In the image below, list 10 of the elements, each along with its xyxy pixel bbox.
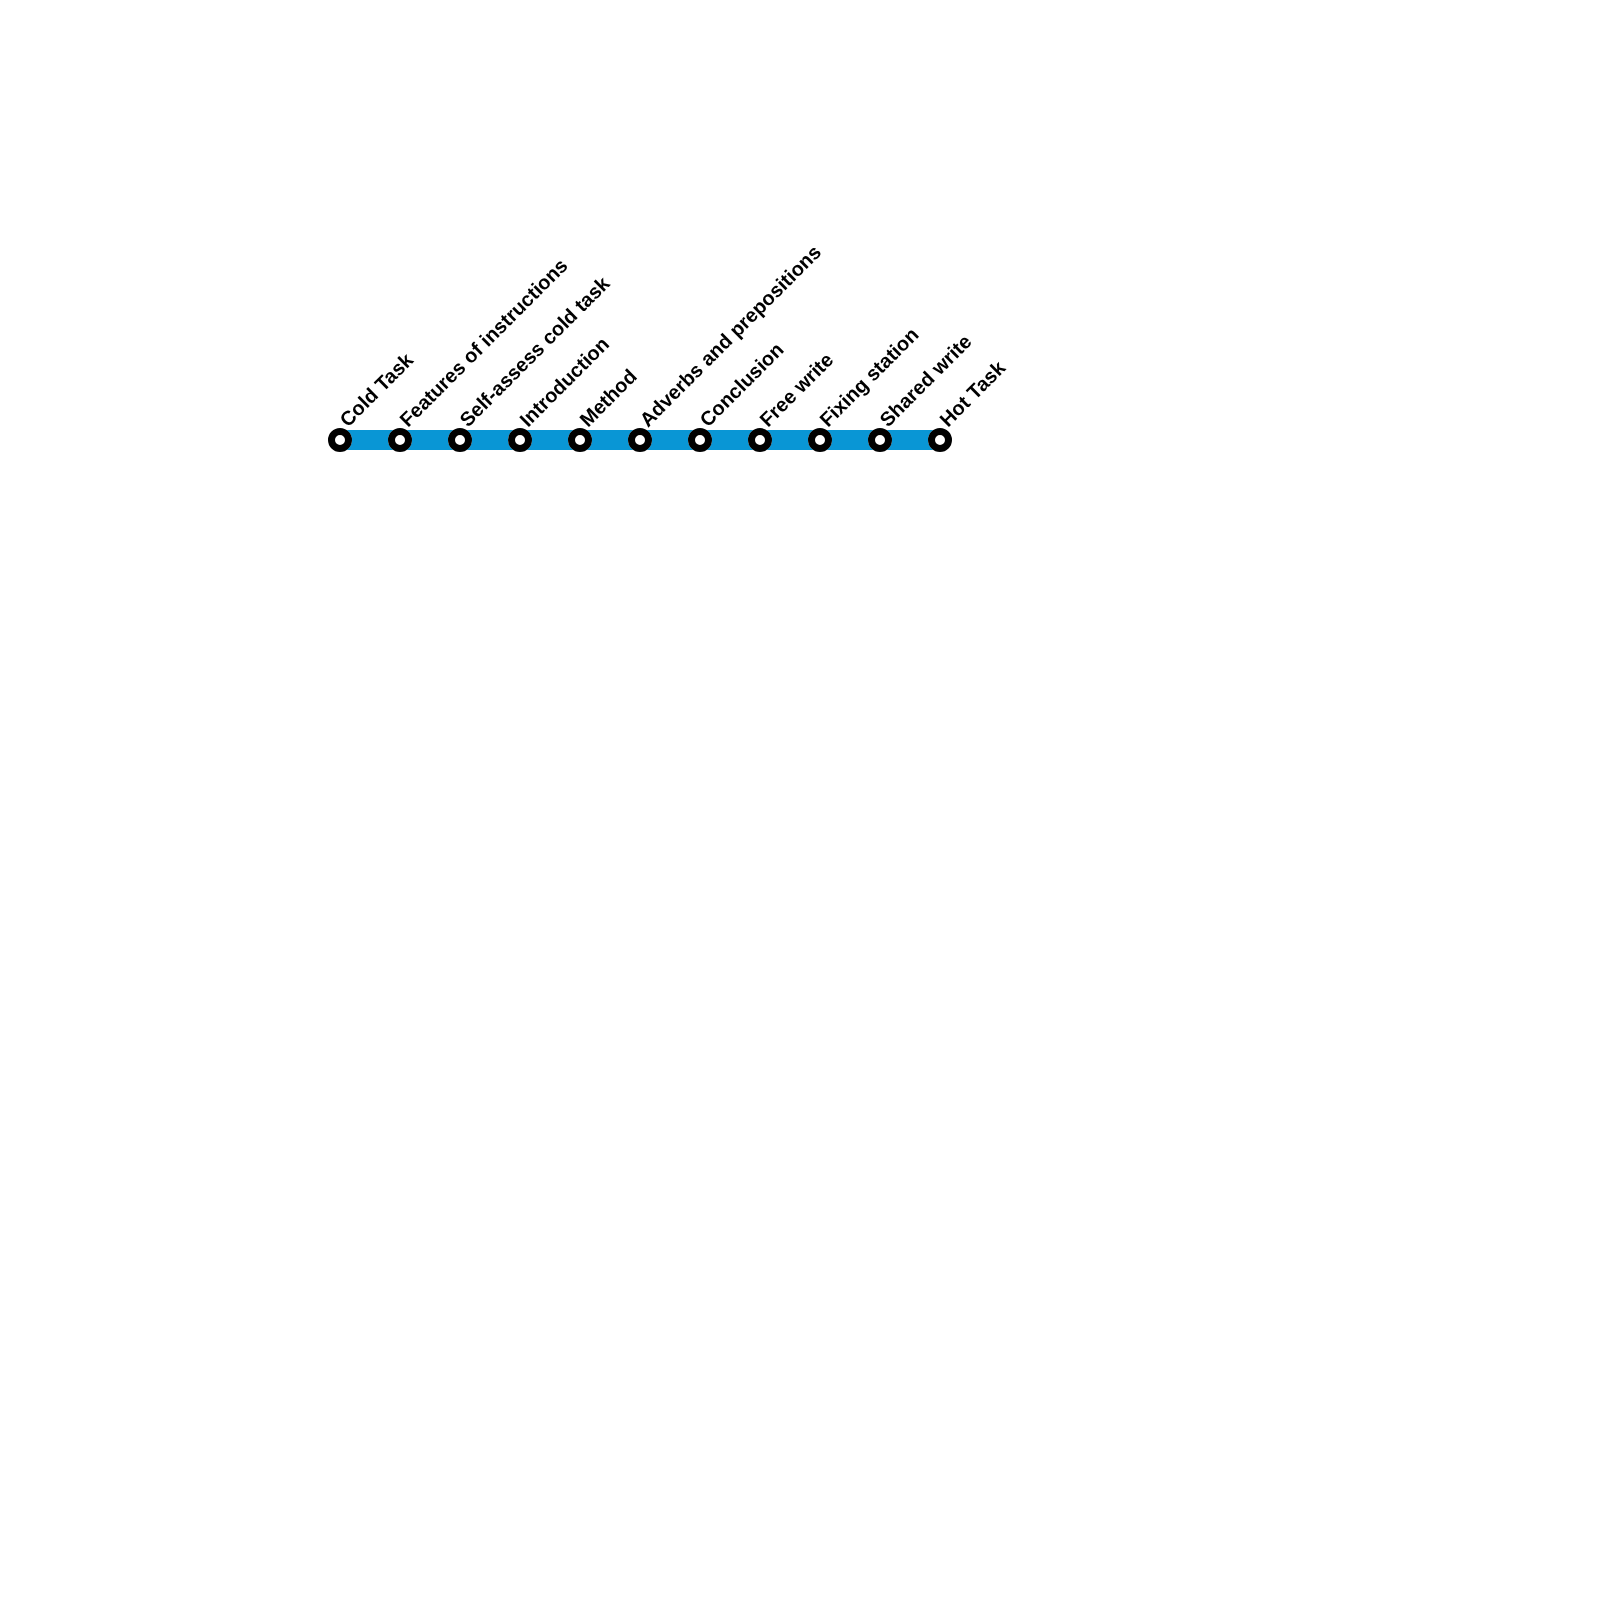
line-segment xyxy=(646,430,694,450)
line-segment xyxy=(586,430,634,450)
line-segment xyxy=(526,430,574,450)
line-segment xyxy=(886,430,934,450)
line-segment xyxy=(826,430,874,450)
line-segment xyxy=(466,430,514,450)
line-segment xyxy=(706,430,754,450)
line-segment xyxy=(766,430,814,450)
line-segment xyxy=(406,430,454,450)
line-segment xyxy=(346,430,394,450)
